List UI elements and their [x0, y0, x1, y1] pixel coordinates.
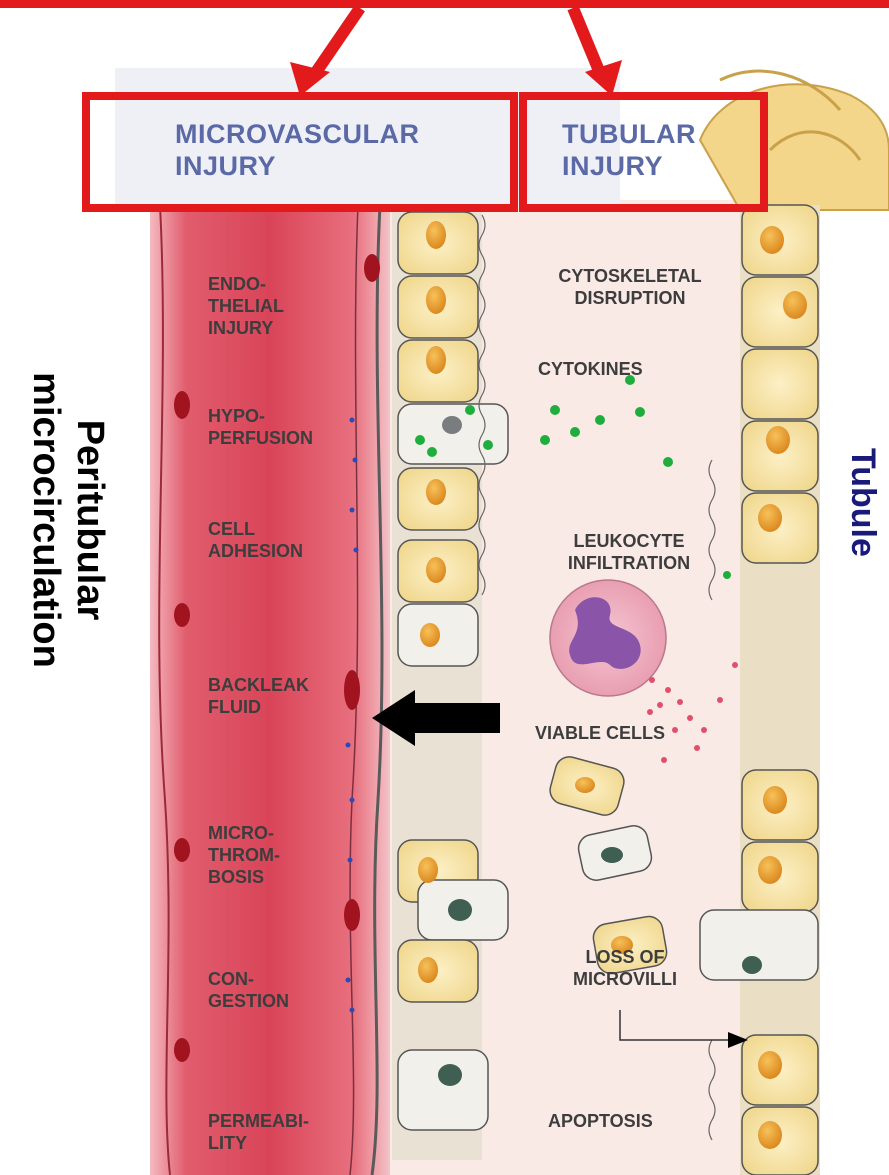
viable-cells-label: VIABLE CELLS — [535, 722, 665, 744]
tubular-injury-label: TUBULAR INJURY — [562, 118, 696, 182]
cytoskeletal-disruption-label: CYTOSKELETAL DISRUPTION — [525, 265, 735, 309]
apoptosis-label: APOPTOSIS — [548, 1110, 653, 1132]
backleak-fluid-label: BACKLEAK FLUID — [208, 674, 309, 718]
top-red-border — [0, 0, 889, 8]
endothelial-injury-label: ENDO- THELIAL INJURY — [208, 273, 284, 339]
microthrombosis-label: MICRO- THROM- BOSIS — [208, 822, 280, 888]
loss-of-microvilli-label: LOSS OF MICROVILLI — [555, 946, 695, 990]
microvascular-injury-label: MICROVASCULAR INJURY — [175, 118, 420, 182]
cell-adhesion-label: CELL ADHESION — [208, 518, 303, 562]
cytokines-label: CYTOKINES — [538, 358, 643, 380]
tubule-coil-illustration — [700, 71, 889, 210]
peritubular-microcirculation-label: Peritubular microcirculation — [24, 290, 112, 750]
tubule-label: Tubule — [843, 448, 882, 557]
hypoperfusion-label: HYPO- PERFUSION — [208, 405, 313, 449]
leukocyte-illustration — [550, 580, 666, 696]
permeability-label: PERMEABI- LITY — [208, 1110, 309, 1154]
congestion-label: CON- GESTION — [208, 968, 289, 1012]
leukocyte-infiltration-label: LEUKOCYTE INFILTRATION — [534, 530, 724, 574]
